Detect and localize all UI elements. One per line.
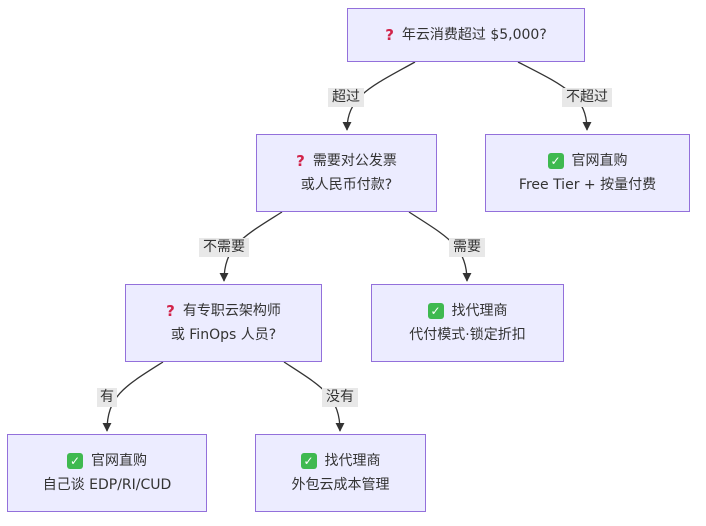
node-text: 有专职云架构师 (182, 303, 281, 319)
edge-label-not-exceeds: 不超过 (562, 88, 612, 107)
result-node-direct-edp: ✓ 官网直购 自己谈 EDP/RI/CUD (7, 434, 207, 512)
node-text: 自己谈 EDP/RI/CUD (42, 477, 172, 493)
edge-label-has-not: 没有 (322, 388, 358, 407)
edge-label-has: 有 (97, 388, 117, 407)
result-node-direct-pay-as-you-go: ✓ 官网直购 Free Tier + 按量付费 (485, 134, 690, 212)
decision-node-invoice-rmb: ? 需要对公发票 或人民币付款? (256, 134, 437, 212)
node-text: 外包云成本管理 (291, 477, 390, 493)
question-icon: ? (166, 302, 175, 320)
node-text: 或人民币付款? (300, 177, 393, 193)
result-node-reseller-outsource: ✓ 找代理商 外包云成本管理 (255, 434, 426, 512)
edge-label-not-needed: 不需要 (199, 238, 249, 257)
node-text: 或 FinOps 人员? (170, 327, 277, 343)
node-text: 年云消费超过 $5,000? (401, 27, 547, 43)
node-text: 代付模式·锁定折扣 (409, 327, 526, 343)
node-text: 官网直购 (571, 153, 628, 169)
question-icon: ? (385, 26, 394, 44)
decision-node-finops-staff: ? 有专职云架构师 或 FinOps 人员? (125, 284, 322, 362)
check-icon: ✓ (67, 453, 83, 469)
node-text: 需要对公发票 (312, 153, 397, 169)
edge-label-exceeds: 超过 (328, 88, 364, 107)
edge-label-needed: 需要 (449, 238, 485, 257)
decision-node-annual-spend: ? 年云消费超过 $5,000? (347, 8, 585, 62)
node-text: 找代理商 (451, 303, 508, 319)
check-icon: ✓ (427, 303, 444, 319)
node-text: Free Tier + 按量付费 (518, 177, 657, 193)
result-node-reseller-invoice: ✓ 找代理商 代付模式·锁定折扣 (371, 284, 564, 362)
check-icon: ✓ (547, 153, 564, 169)
edge-q1-to-q2 (342, 61, 416, 131)
question-icon: ? (296, 152, 305, 170)
check-icon: ✓ (300, 453, 317, 469)
edge-q3-to-direct-edp (102, 361, 164, 432)
node-text: 找代理商 (324, 453, 381, 469)
node-text: 官网直购 (91, 453, 147, 469)
